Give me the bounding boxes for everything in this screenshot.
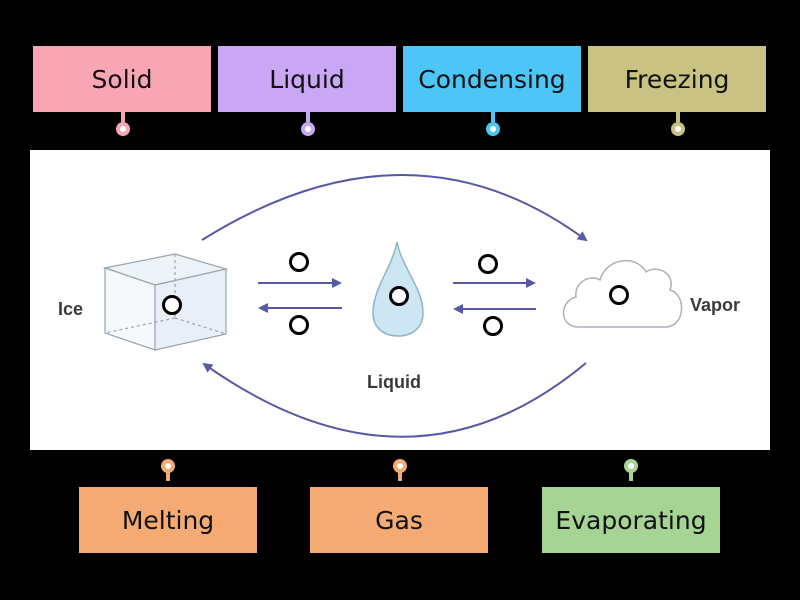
pin-freezing <box>671 112 685 136</box>
ice-cube-icon <box>102 253 229 351</box>
arc-arrow-bottom <box>202 362 587 438</box>
arc-arrow-top <box>201 174 588 242</box>
tile-condensing[interactable]: Condensing <box>403 46 581 112</box>
drop-target-vapor[interactable] <box>609 285 629 305</box>
drop-target-vapor-to-liquid[interactable] <box>483 316 503 336</box>
pin-condensing <box>486 112 500 136</box>
drop-target-liquid[interactable] <box>389 286 409 306</box>
tile-evaporating[interactable]: Evaporating <box>542 487 720 553</box>
label-liquid: Liquid <box>367 372 421 392</box>
drop-target-liquid-to-vapor[interactable] <box>478 254 498 274</box>
states-of-water-diagram: Ice Liquid Vapor <box>30 150 770 450</box>
drop-target-ice-to-liquid[interactable] <box>289 252 309 272</box>
tile-liquid[interactable]: Liquid <box>218 46 396 112</box>
tile-melting[interactable]: Melting <box>79 487 257 553</box>
label-vapor: Vapor <box>690 295 741 315</box>
drop-target-liquid-to-ice[interactable] <box>289 315 309 335</box>
pin-gas <box>393 459 407 481</box>
tile-freezing[interactable]: Freezing <box>588 46 766 112</box>
drop-target-ice[interactable] <box>162 295 182 315</box>
tile-gas[interactable]: Gas <box>310 487 488 553</box>
pin-liquid <box>301 112 315 136</box>
pin-melting <box>161 459 175 481</box>
tile-solid[interactable]: Solid <box>33 46 211 112</box>
pin-solid <box>116 112 130 136</box>
label-ice: Ice <box>58 299 84 319</box>
pin-evaporating <box>624 459 638 481</box>
